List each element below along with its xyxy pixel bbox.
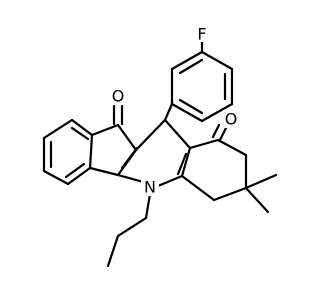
right-carbonyl-bond xyxy=(218,126,228,142)
methyl-bond-2 xyxy=(244,186,270,214)
benzo-ring xyxy=(42,118,94,186)
indenone-ring xyxy=(88,123,139,177)
nitrogen-label: N xyxy=(144,178,156,197)
oxygen-upper-label: O xyxy=(112,87,125,106)
oxygen-upper-atom: O xyxy=(111,86,125,106)
propyl-bond-2 xyxy=(116,216,148,238)
nitrogen-atom: N xyxy=(141,178,159,197)
dihydropyridine-ring xyxy=(116,118,192,188)
fluorine-atom: F xyxy=(195,25,209,44)
structure-canvas: F O O N xyxy=(42,25,278,268)
methyl-bond-1 xyxy=(244,173,278,190)
right-carbonyl-bond-2 xyxy=(211,123,221,139)
oxygen-right-atom: O xyxy=(224,110,240,129)
molecule-diagram: F O O N xyxy=(42,25,278,268)
cyclohexenone-ring xyxy=(180,138,248,202)
oxygen-right-label: O xyxy=(225,110,238,129)
propyl-bond-1 xyxy=(144,192,152,220)
fluorine-label: F xyxy=(197,25,206,44)
fluorophenyl-ring xyxy=(170,50,234,123)
aryl-link-bond xyxy=(163,102,174,122)
propyl-bond-3 xyxy=(106,234,120,268)
